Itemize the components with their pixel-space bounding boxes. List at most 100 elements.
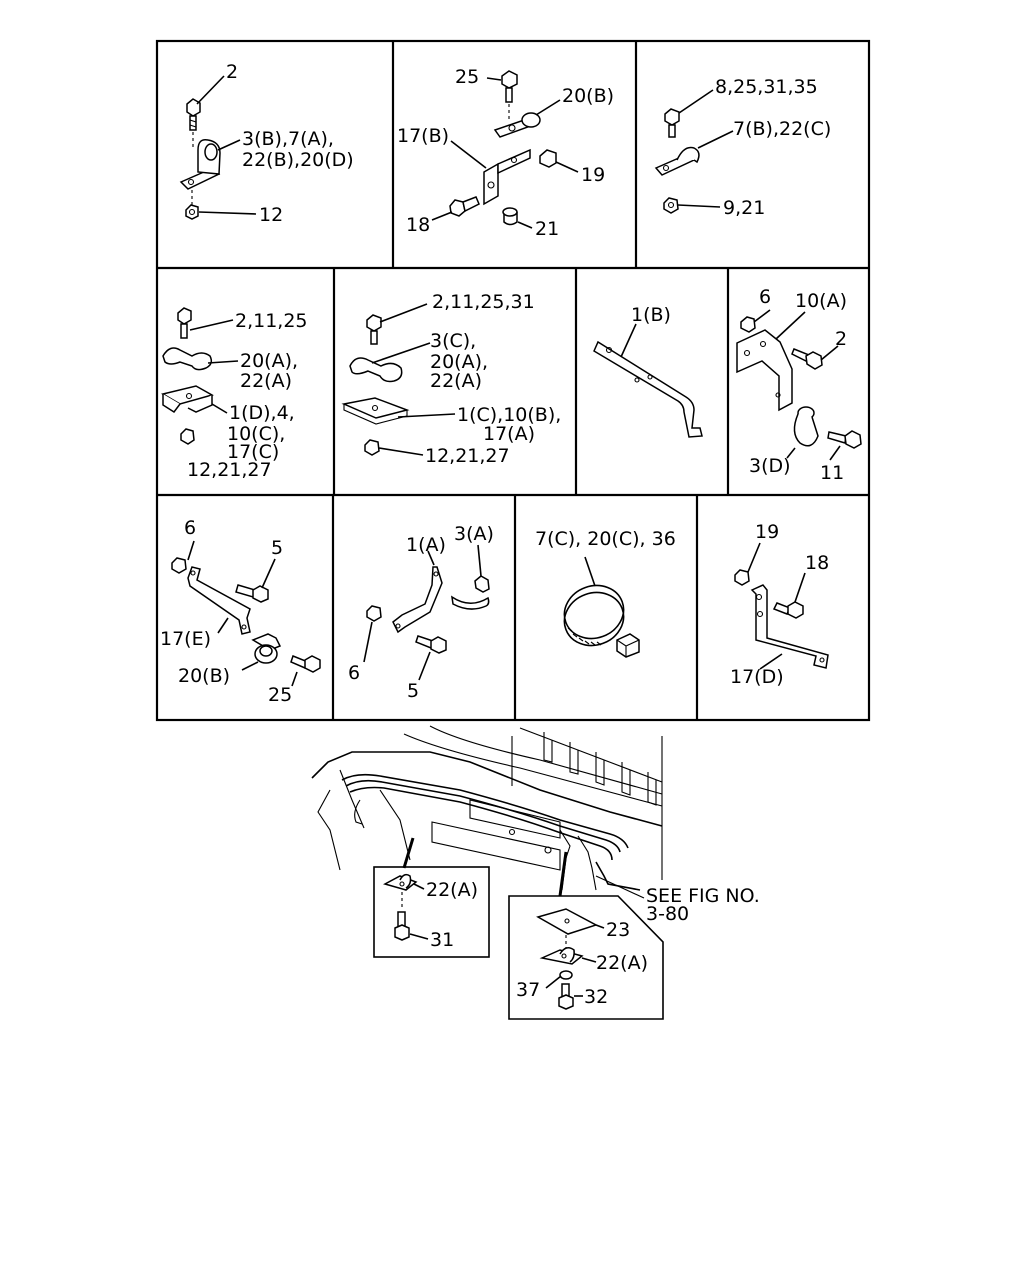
label: 3(A) bbox=[454, 523, 494, 545]
label: 17(B) bbox=[397, 125, 449, 147]
label: 25 bbox=[268, 684, 292, 706]
label: 2 bbox=[835, 328, 847, 350]
label: 1(C),10(B), bbox=[457, 404, 561, 426]
label: 20(A), bbox=[240, 350, 298, 372]
nut-icon bbox=[366, 605, 382, 622]
clip-icon bbox=[654, 146, 700, 176]
nut-icon bbox=[185, 204, 199, 220]
cell-6: 1(B) bbox=[593, 304, 703, 438]
nut-icon bbox=[539, 149, 557, 168]
bolt-icon bbox=[177, 307, 192, 339]
reference-note: SEE FIG NO. 3-80 bbox=[646, 885, 760, 925]
label: 10(C), bbox=[227, 423, 285, 445]
label: 17(D) bbox=[730, 666, 784, 688]
clip-icon bbox=[539, 947, 584, 965]
clip-icon bbox=[251, 633, 282, 664]
label: 12 bbox=[259, 204, 283, 226]
label: 31 bbox=[430, 929, 454, 951]
bolt-icon bbox=[772, 601, 804, 619]
label: 3(D) bbox=[749, 455, 791, 477]
label: 11 bbox=[820, 462, 844, 484]
cell-2: 25 20(B) 17(B) 19 18 21 bbox=[397, 66, 614, 240]
cell-11: 19 18 17(D) bbox=[730, 521, 829, 688]
label: 37 bbox=[516, 979, 540, 1001]
label: 6 bbox=[184, 517, 196, 539]
clip-icon bbox=[451, 575, 490, 610]
label: 22(A) bbox=[240, 370, 292, 392]
label: 25 bbox=[455, 66, 479, 88]
label: 22(A) bbox=[426, 879, 478, 901]
bolt-icon bbox=[501, 70, 518, 103]
label: 3(C), bbox=[430, 330, 476, 352]
cell-9: 1(A) 3(A) 6 5 bbox=[348, 523, 494, 702]
label: 20(B) bbox=[562, 85, 614, 107]
bolt-icon bbox=[415, 635, 447, 654]
bracket-icon bbox=[483, 148, 531, 206]
label: 1(D),4, bbox=[229, 402, 295, 424]
clip-icon bbox=[349, 357, 403, 383]
nut-icon bbox=[740, 316, 756, 333]
bolt-icon bbox=[394, 911, 410, 941]
label: 20(A), bbox=[430, 351, 488, 373]
label: 7(C), 20(C), 36 bbox=[535, 528, 676, 550]
bracket-icon bbox=[187, 566, 251, 635]
label: 5 bbox=[407, 680, 419, 702]
bolt-icon bbox=[827, 430, 862, 449]
label: 1(A) bbox=[406, 534, 446, 556]
bracket-icon bbox=[736, 329, 793, 412]
inset-right: 23 22(A) 37 32 bbox=[508, 895, 664, 1020]
nut-icon bbox=[180, 428, 195, 445]
cell-1: 2 3(B),7(A), 22(B),20(D) 12 bbox=[179, 61, 354, 226]
nut-icon bbox=[663, 197, 679, 214]
cell-7: 6 10(A) 2 3(D) 11 bbox=[736, 286, 862, 484]
label: 7(B),22(C) bbox=[733, 118, 831, 140]
label: 18 bbox=[406, 214, 430, 236]
cell-8: 6 5 17(E) 20(B) 25 bbox=[160, 517, 321, 706]
label: 17(C) bbox=[227, 441, 279, 463]
label: 9,21 bbox=[723, 197, 765, 219]
bolt-icon bbox=[558, 983, 574, 1010]
clip-icon bbox=[162, 347, 213, 371]
bolt-icon bbox=[664, 108, 680, 138]
clip-icon bbox=[493, 112, 541, 138]
label: 2 bbox=[226, 61, 238, 83]
label: 32 bbox=[584, 986, 608, 1008]
cell-5: 2,11,25,31 3(C), 20(A), 22(A) 1(C),10(B)… bbox=[341, 291, 561, 467]
bracket-icon bbox=[750, 584, 829, 669]
label: 5 bbox=[271, 537, 283, 559]
label: 20(B) bbox=[178, 665, 230, 687]
label: 10(A) bbox=[795, 290, 847, 312]
plate-icon bbox=[536, 908, 598, 935]
label: 1(B) bbox=[631, 304, 671, 326]
label: 6 bbox=[348, 662, 360, 684]
label: 8,25,31,35 bbox=[715, 76, 818, 98]
label: 19 bbox=[755, 521, 779, 543]
label: 2,11,25 bbox=[235, 310, 308, 332]
bracket-icon bbox=[161, 385, 214, 414]
plate-icon bbox=[341, 397, 410, 425]
label: 23 bbox=[606, 919, 630, 941]
label: 17(E) bbox=[160, 628, 211, 650]
nut-icon bbox=[502, 207, 518, 226]
cell-3: 8,25,31,35 7(B),22(C) 9,21 bbox=[654, 76, 831, 219]
label: 2,11,25,31 bbox=[432, 291, 535, 313]
bolt-icon bbox=[290, 655, 321, 673]
clip-icon bbox=[793, 406, 819, 447]
see-figure-text: SEE FIG NO. bbox=[646, 885, 760, 907]
bolt-icon bbox=[791, 348, 823, 370]
nut-icon bbox=[171, 557, 187, 574]
figure-number: 3-80 bbox=[646, 903, 689, 925]
vehicle-overview bbox=[311, 725, 663, 899]
label: 6 bbox=[759, 286, 771, 308]
cell-4: 2,11,25 20(A), 22(A) 1(D),4, 10(C), 17(C… bbox=[161, 307, 308, 481]
label: 22(A) bbox=[430, 370, 482, 392]
nut-icon bbox=[364, 439, 380, 456]
bolt-icon bbox=[449, 196, 480, 217]
label: 22(B),20(D) bbox=[242, 149, 354, 171]
nut-icon bbox=[734, 569, 750, 586]
label: 18 bbox=[805, 552, 829, 574]
clip-icon bbox=[383, 873, 418, 891]
inset-left: 22(A) 31 bbox=[373, 866, 490, 958]
